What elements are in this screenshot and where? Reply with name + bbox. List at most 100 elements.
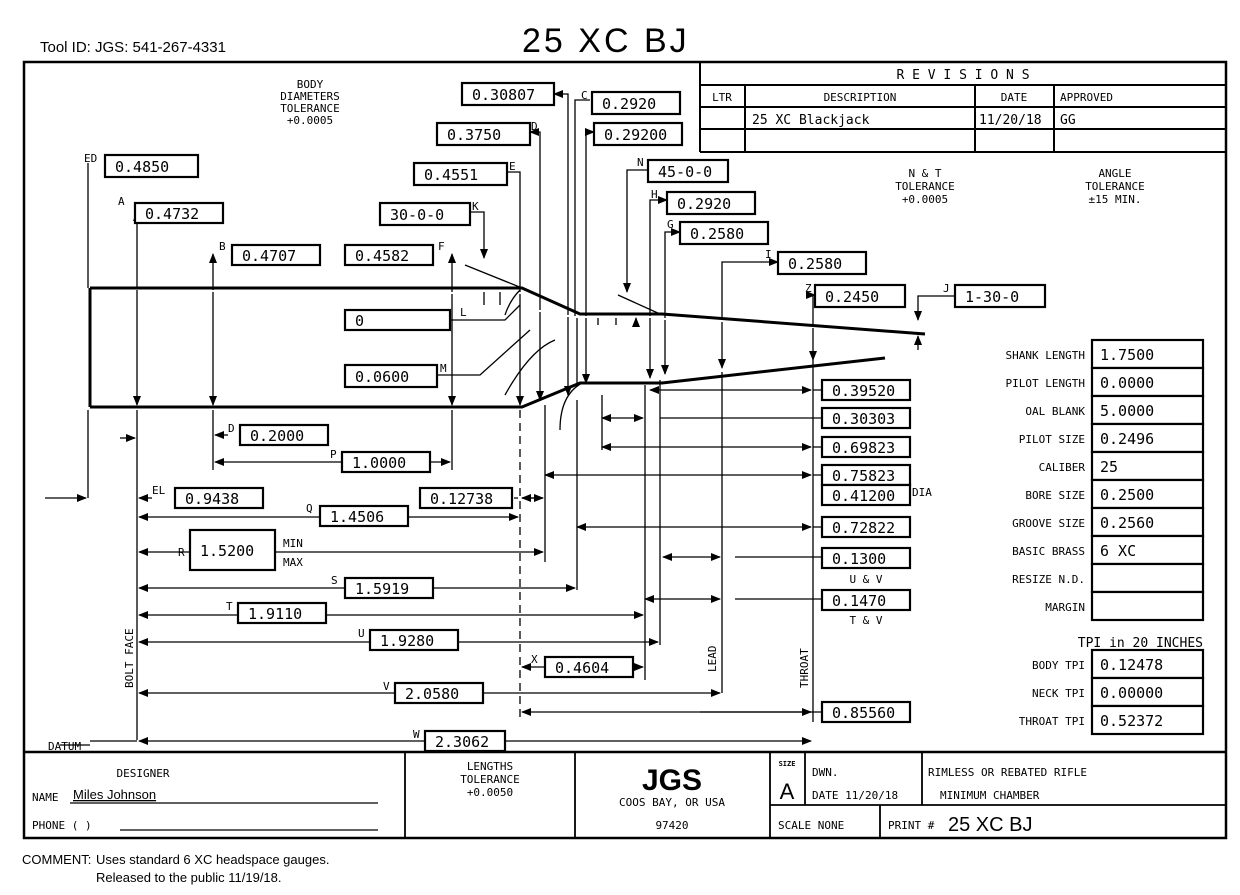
lower-dim-x-label: X [531,653,538,666]
spec-pilot-length-box [1090,366,1205,398]
lower-dim-r-label: R [178,546,185,559]
spec-pilot-size-box [1090,422,1205,454]
svg-text:±15 MIN.: ±15 MIN. [1089,193,1142,206]
upper-dim-z-label: Z [805,282,812,295]
uv-label: U & V [849,573,882,586]
angle-tolerance-note: ANGLE TOLERANCE ±15 MIN. [1085,167,1145,206]
upper-dim-j-box [953,283,1047,309]
name-label: NAME [32,791,59,804]
right-dim-8-value: 0.85560 [832,704,895,722]
spec-basic-brass-label: BASIC BRASS [1012,545,1085,558]
svg-text:TOLERANCE: TOLERANCE [895,180,955,193]
lower-dim-d-box [238,423,330,447]
comment-label: COMMENT: [22,852,91,867]
spec-pilot-length-label: PILOT LENGTH [1006,377,1085,390]
upper-dim-a-label: A [118,195,125,208]
upper-dim-z-value: 0.2450 [825,288,879,306]
svg-text:+0.0005: +0.0005 [902,193,948,206]
spec-groove-size-label: GROOVE SIZE [1012,517,1085,530]
right-dim-0-box [820,378,912,402]
spec-resize-n-d--box [1090,562,1205,594]
svg-text:LENGTHS: LENGTHS [467,760,513,773]
tpi-neck-tpi-label: NECK TPI [1032,687,1085,700]
tpi-body-tpi-value: 0.12478 [1100,656,1163,674]
upper-dim-h-box [665,190,757,216]
designer-name: Miles Johnson [73,787,156,802]
tpi-body-tpi-label: BODY TPI [1032,659,1085,672]
lengths-tolerance: LENGTHS TOLERANCE +0.0050 [460,760,520,799]
tpi-title: TPI in 20 INCHES [1078,636,1203,651]
lower-dim-s-value: 1.5919 [355,580,409,598]
upper-dim-g-label: G [667,218,674,231]
tpi-throat-tpi-label: THROAT TPI [1019,715,1085,728]
lower-dim-v-value: 2.0580 [405,685,459,703]
lower-dim-p-value: 1.0000 [352,454,406,472]
upper-dim-c-label: C [581,89,588,102]
spec-margin-box [1090,590,1205,622]
upper-dim-e-box [412,161,509,187]
upper-dim-l-value: 0 [355,312,364,330]
upper-dim-ed-label: ED [84,152,97,165]
lower-dim-u-label: U [358,627,365,640]
upper-dim-n-box [646,158,730,184]
upper-dim-k-box [378,201,472,227]
lower-dim-q-label: Q [306,502,313,515]
right-dim-1-value: 0.30303 [832,410,895,428]
max-label: MAX [283,556,303,569]
upper-dim-c-box [590,90,682,116]
upper-dim-j-label: J [943,282,950,295]
svg-text:+0.0005: +0.0005 [287,114,333,127]
print-number: 25 XC BJ [948,814,1032,836]
lower-dim-d-value: 0.2000 [250,427,304,445]
right-dim-5-box [820,515,912,539]
upper-dim-d-box [435,121,532,147]
body-tolerance-note: BODY DIAMETERS TOLERANCE +0.0005 [280,78,340,127]
upper-dim-ed-value: 0.4850 [115,158,169,176]
tpi-throat-tpi-value: 0.52372 [1100,712,1163,730]
spec-bore-size-value: 0.2500 [1100,486,1154,504]
upper-dim-l-box [343,308,452,332]
chamber-type-1: RIMLESS OR REBATED RIFLE [928,766,1087,779]
upper-dim-ed-box [103,153,200,179]
upper-dim-f-value: 0.4582 [355,247,409,265]
right-dim-3-value: 0.75823 [832,467,895,485]
lower-dim-r-value: 1.5200 [200,542,254,560]
spec-caliber-label: CALIBER [1039,461,1086,474]
upper-dim-i-label: I [765,248,772,261]
lower-dim-v-label: V [383,680,390,693]
drawn-date: DATE 11/20/18 [812,789,898,802]
phone-label: PHONE ( ) [32,819,92,832]
revisions-table: R E V I S I O N S LTR DESCRIPTION DATE A… [699,62,1226,153]
lower-dim-u-value: 1.9280 [380,632,434,650]
upper-dim-unlabeled-box [460,81,556,107]
chamber-type-2: MINIMUM CHAMBER [940,789,1040,802]
tpi-neck-tpi-box [1090,676,1205,708]
spec-caliber-value: 25 [1100,458,1118,476]
spec-oal-blank-label: OAL BLANK [1025,405,1085,418]
lower-dim-p-box [340,450,432,474]
spec-pilot-length-value: 0.0000 [1100,374,1154,392]
spec-shank-length-value: 1.7500 [1100,346,1154,364]
tool-id: Tool ID: JGS: 541-267-4331 [40,39,226,56]
col-ltr: LTR [712,91,732,104]
comment-line-1: Uses standard 6 XC headspace gauges. [96,852,329,867]
spec-pilot-size-label: PILOT SIZE [1019,433,1085,446]
spec-resize-n-d--label: RESIZE N.D. [1012,573,1085,586]
svg-text:BODY: BODY [297,78,324,91]
lower-dim-p-label: P [330,448,337,461]
company-logo: JGS [642,764,702,797]
tpi-throat-tpi-box [1090,704,1205,736]
upper-dim-e-value: 0.4551 [424,166,478,184]
col-date: DATE [1001,91,1028,104]
nt-tolerance-note: N & T TOLERANCE +0.0005 [895,167,955,206]
upper-dim-m-label: M [440,362,447,375]
upper-dim-unlabeled-value: 0.30807 [472,86,535,104]
right-dim-6-value: 0.1300 [832,550,886,568]
lower-dim-t-box [236,601,328,625]
right-dim-6-box [820,546,912,570]
upper-dim-i-value: 0.2580 [788,255,842,273]
right-dim-5-value: 0.72822 [832,519,895,537]
chamber-profile [88,264,926,431]
